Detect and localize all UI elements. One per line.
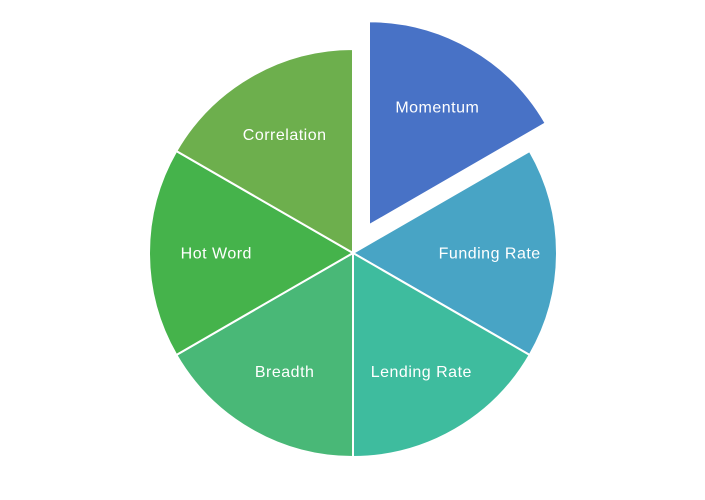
pie-slice-momentum[interactable] [368, 20, 547, 227]
pie-slice-lending-rate[interactable] [352, 252, 531, 458]
pie-slice-funding-rate[interactable] [352, 150, 558, 356]
pie-slice-correlation[interactable] [175, 48, 354, 254]
pie-slice-breadth[interactable] [175, 252, 354, 458]
pie-slice-hot-word[interactable] [148, 150, 354, 356]
